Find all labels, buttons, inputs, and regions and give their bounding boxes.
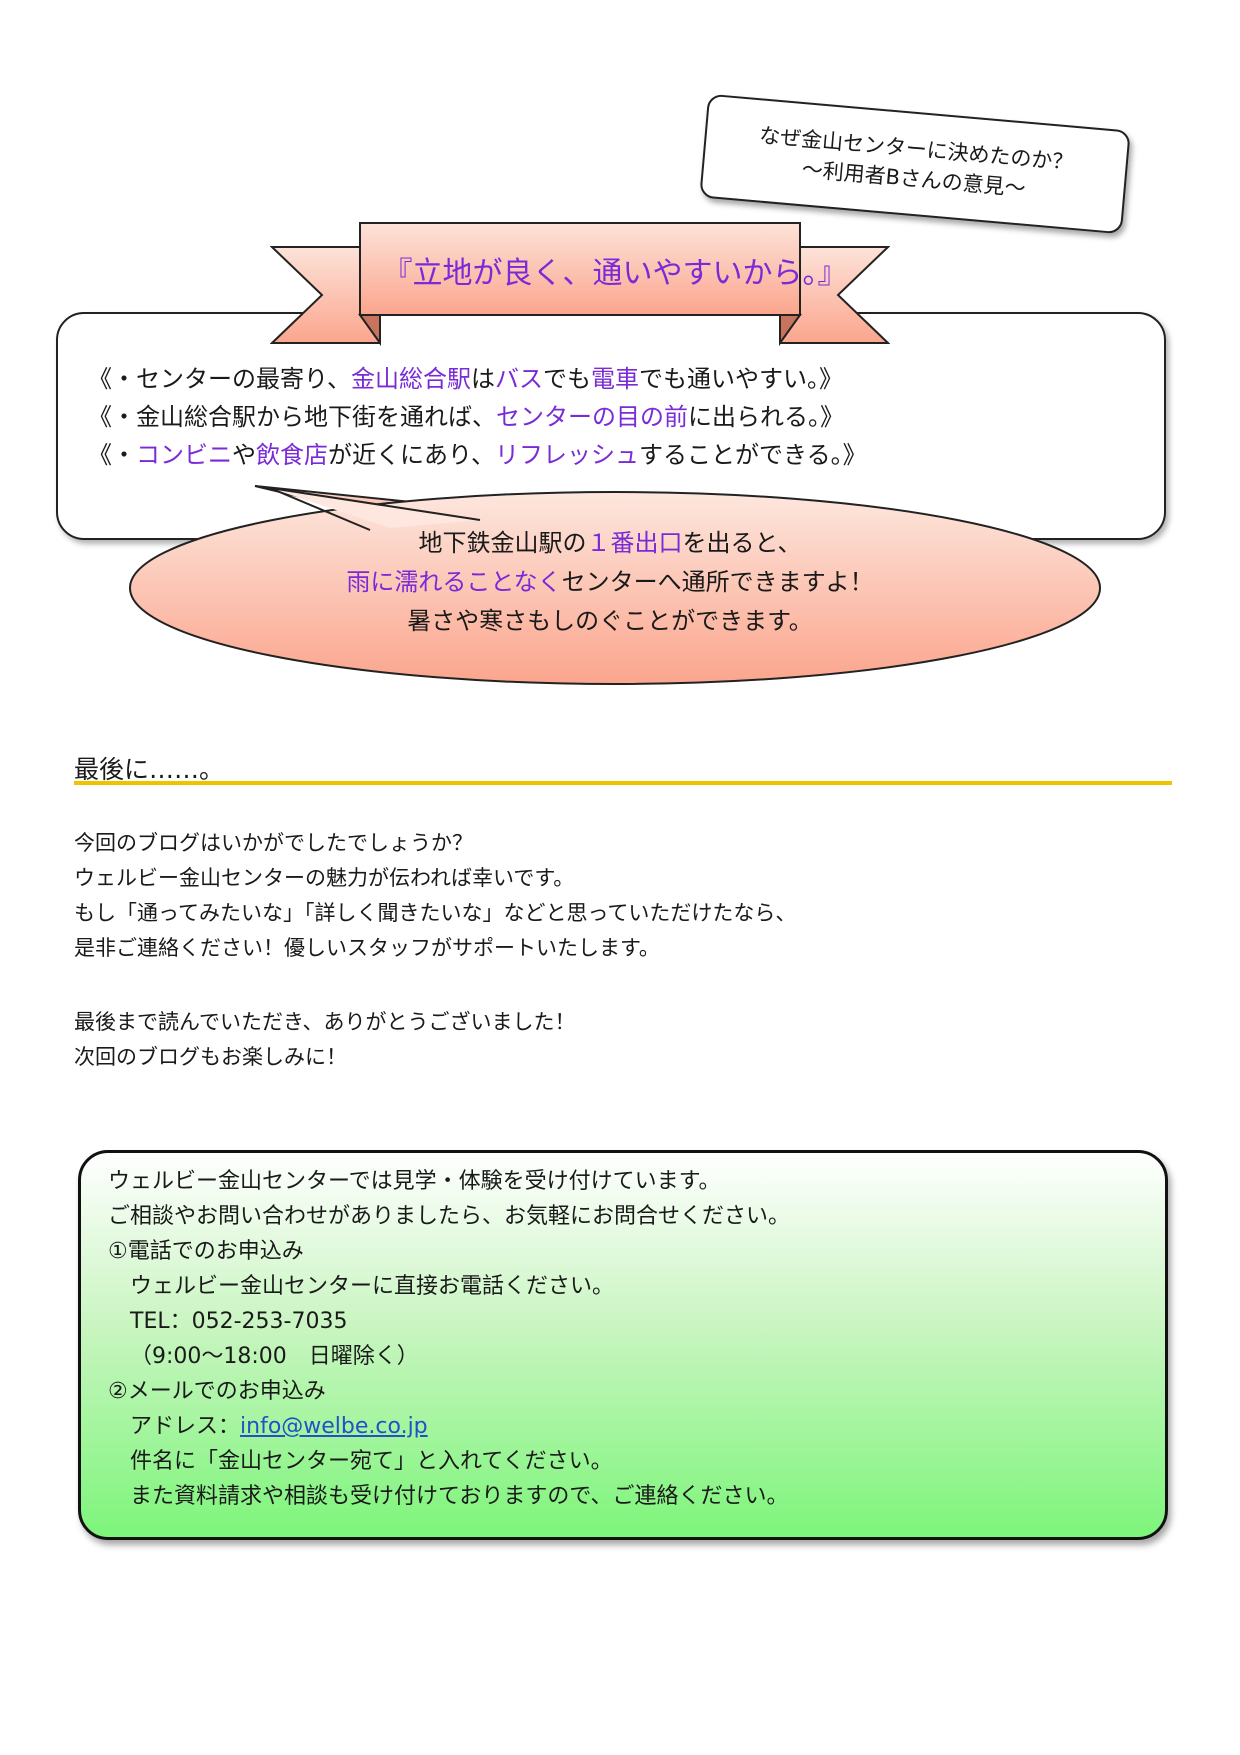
reason-text: することができる。》 [639,441,867,469]
speech-bubble [129,485,1101,685]
reason-item: 《・センターの最寄り、金山総合駅はバスでも電車でも通いやすい。》 [88,360,867,398]
contact-mail-heading: ②メールでのお申込み [108,1379,326,1404]
heading-rule [74,781,1172,785]
paragraph-line: 最後まで読んでいただき、ありがとうございました！ [74,1010,576,1034]
reason-text: や [232,441,256,469]
closing-paragraph-1: 今回のブログはいかがでしたでしょうか？ ウェルビー金山センターの魅力が伝われば幸… [74,826,796,966]
bubble-highlight: 雨に濡れることなく [346,568,562,596]
contact-hours: （9:00〜18:00 日曜除く） [130,1344,419,1369]
reason-item: 《・コンビニや飲食店が近くにあり、リフレッシュすることができる。》 [88,436,867,474]
closing-paragraph-2: 最後まで読んでいただき、ありがとうございました！ 次回のブログもお楽しみに！ [74,1005,575,1075]
reason-text: 《・ [88,441,136,469]
reason-text: は [471,365,496,393]
question-note: なぜ金山センターに決めたのか？ 〜利用者Bさんの意見〜 [699,93,1131,235]
paragraph-line: もし「通ってみたいな」「詳しく聞きたいな」などと思っていただけたなら、 [74,901,797,925]
contact-phone: TEL：052-253-7035 [130,1309,348,1334]
bubble-text: センターへ通所できますよ！ [561,568,874,596]
speech-bubble-ellipse [129,491,1101,685]
bubble-text: 地下鉄金山駅の [418,529,587,557]
reason-highlight: 飲食店 [256,441,328,469]
reason-item: 《・金山総合駅から地下街を通れば、センターの目の前に出られる。》 [88,398,867,436]
reason-text: でも通いやすい。》 [639,365,844,393]
address-label: アドレス： [130,1414,241,1439]
contact-line: また資料請求や相談も受け付けておりますので、ご連絡ください。 [130,1484,789,1509]
contact-line: 件名に「金山センター宛て」と入れてください。 [130,1449,613,1474]
paragraph-line: 今回のブログはいかがでしたでしょうか？ [74,831,473,855]
paragraph-line: 是非ご連絡ください！優しいスタッフがサポートいたします。 [74,936,660,960]
bubble-line: 暑さや寒さもしのぐことができます。 [407,607,813,635]
contact-phone-heading: ①電話でのお申込み [108,1239,304,1264]
ribbon-band [359,222,801,316]
reason-highlight: 電車 [591,365,640,393]
bubble-line: 地下鉄金山駅の１番出口を出ると、 [240,524,980,563]
speech-bubble-text: 地下鉄金山駅の１番出口を出ると、 雨に濡れることなくセンターへ通所できますよ！ … [240,524,980,641]
paragraph-line: 次回のブログもお楽しみに！ [74,1045,347,1069]
ribbon-title: 『立地が良く、通いやすいから。』 [382,256,848,291]
paragraph-line: ウェルビー金山センターの魅力が伝われば幸いです。 [74,866,575,890]
bubble-text: を出ると、 [682,529,802,557]
ribbon-banner [270,222,890,347]
bubble-line: 雨に濡れることなくセンターへ通所できますよ！ [240,563,980,602]
contact-box [78,1150,1168,1540]
speech-bubble-tail [270,488,480,528]
contact-line: ご相談やお問い合わせがありましたら、お気軽にお問合せください。 [108,1204,791,1229]
reasons-list: 《・センターの最寄り、金山総合駅はバスでも電車でも通いやすい。》 《・金山総合駅… [88,360,867,474]
reason-highlight: リフレッシュ [495,441,640,469]
reason-text: に出られる。》 [688,403,844,431]
contact-info: ウェルビー金山センターでは見学・体験を受け付けています。 ご相談やお問い合わせが… [108,1164,790,1514]
reason-highlight: センターの目の前 [496,403,688,431]
reason-text: が近くにあり、 [328,441,496,469]
email-link[interactable]: info@welbe.co.jp [240,1414,428,1439]
closing-heading: 最後に……。 [74,755,225,784]
reason-text: 《・金山総合駅から地下街を通れば、 [88,403,496,431]
reason-highlight: コンビニ [136,441,232,469]
reason-highlight: 金山総合駅 [351,365,472,393]
contact-address-line: アドレス：info@welbe.co.jp [108,1409,790,1444]
reason-text: 《・センターの最寄り、 [88,365,352,393]
bubble-highlight: １番出口 [586,529,683,557]
speech-bubble-tail-edge [269,487,481,531]
contact-line: ウェルビー金山センターでは見学・体験を受け付けています。 [108,1169,721,1194]
reason-highlight: バス [495,365,544,393]
contact-line: ウェルビー金山センターに直接お電話ください。 [130,1274,615,1299]
reason-text: でも [543,365,592,393]
